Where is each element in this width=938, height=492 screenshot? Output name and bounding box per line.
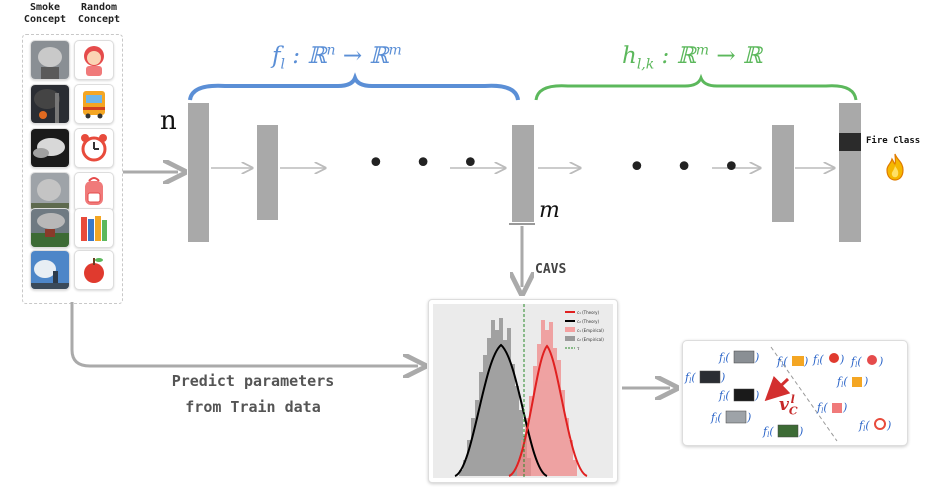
f-mapping-label: fl : ℝn → ℝm — [272, 42, 402, 73]
svg-text:): ) — [863, 375, 868, 388]
histogram-legend: c₁ (Theory) c₂ (Theory) c₁ (Empirical) c… — [577, 308, 604, 353]
svg-text:fl(: fl( — [684, 371, 696, 385]
c2-theory-curve — [454, 343, 548, 477]
histogram-panel: c₁ (Theory) c₂ (Theory) c₁ (Empirical) c… — [428, 299, 618, 483]
latent-layer — [512, 125, 534, 222]
random-concept-header: Random Concept — [77, 2, 121, 25]
legend-tau: τ — [577, 346, 580, 351]
random-points: fl( ) fl( ) fl( ) fl( ) fl( ) fl( ) — [776, 353, 891, 433]
svg-text:): ) — [754, 389, 759, 402]
predict-parameters-text: Predict parameters from Train data — [171, 372, 335, 416]
smoke-image-6 — [30, 250, 70, 290]
c1-theory-curve — [508, 344, 588, 477]
histogram-plot — [433, 304, 613, 478]
h-brace — [534, 73, 858, 101]
svg-text:): ) — [720, 371, 725, 384]
fire-icon — [886, 153, 904, 181]
bus-icon — [74, 84, 114, 124]
fire-class-unit — [839, 133, 861, 151]
h-mapping-label: hl,k : ℝm → ℝ — [622, 42, 763, 73]
latent-dim-label: m — [539, 198, 560, 223]
fire-class-label: Fire Class — [866, 136, 921, 146]
legend-c1-empirical: c₁ (Empirical) — [577, 328, 604, 333]
svg-text:fl(: fl( — [762, 425, 774, 439]
apple-icon — [74, 250, 114, 290]
legend-c2-empirical: c₂ (Empirical) — [577, 337, 604, 342]
cav-vector-arrow — [764, 375, 791, 402]
svg-text:fl(: fl( — [718, 389, 730, 403]
alarm-clock-icon — [74, 128, 114, 168]
latent-space-plot: fl( ) fl( ) fl( ) fl( ) fl( ) fl( ) fl( … — [684, 346, 891, 442]
ellipsis-left: • • • — [367, 146, 490, 181]
svg-text:fl(: fl( — [858, 419, 870, 433]
svg-text:fl(: fl( — [816, 401, 828, 415]
smoke-concept-header: Smoke Concept — [23, 2, 67, 25]
svg-text:fl(: fl( — [710, 411, 722, 425]
hidden-layer-k — [772, 125, 794, 222]
legend-c2-theory: c₂ (Theory) — [577, 319, 600, 324]
smoke-image-5 — [30, 208, 70, 248]
decision-boundary — [770, 346, 838, 442]
svg-text:): ) — [839, 353, 844, 366]
ellipsis-right: • • • — [628, 150, 751, 185]
cavs-label: CAVS — [535, 262, 567, 277]
svg-text:): ) — [842, 401, 847, 414]
smoke-image-2 — [30, 84, 70, 124]
svg-text:): ) — [746, 411, 751, 424]
svg-text:): ) — [878, 355, 883, 368]
backpack-icon — [74, 172, 114, 212]
svg-text:): ) — [886, 419, 891, 432]
books-icon — [74, 208, 114, 248]
hidden-layer-1 — [257, 125, 278, 220]
svg-text:fl(: fl( — [812, 353, 824, 367]
smoke-points: fl( ) fl( ) fl( ) fl( ) fl( ) — [684, 350, 803, 439]
svg-text:fl(: fl( — [836, 375, 848, 389]
input-dim-label: n — [160, 106, 177, 136]
latent-space-panel: fl( ) fl( ) fl( ) fl( ) fl( ) fl( ) fl( … — [682, 340, 908, 446]
svg-text:): ) — [798, 425, 803, 438]
input-layer — [188, 103, 209, 242]
svg-text:fl(: fl( — [776, 355, 788, 369]
f-brace — [188, 72, 520, 101]
legend-c1-theory: c₁ (Theory) — [577, 310, 600, 315]
girl-icon — [74, 40, 114, 80]
svg-text:fl(: fl( — [850, 355, 862, 369]
smoke-image-3 — [30, 128, 70, 168]
svg-text:): ) — [754, 351, 759, 364]
output-layer — [839, 103, 861, 242]
svg-text:fl(: fl( — [718, 351, 730, 365]
smoke-image-1 — [30, 40, 70, 80]
cav-vector-label: vCl — [779, 393, 798, 418]
svg-text:): ) — [803, 355, 808, 368]
